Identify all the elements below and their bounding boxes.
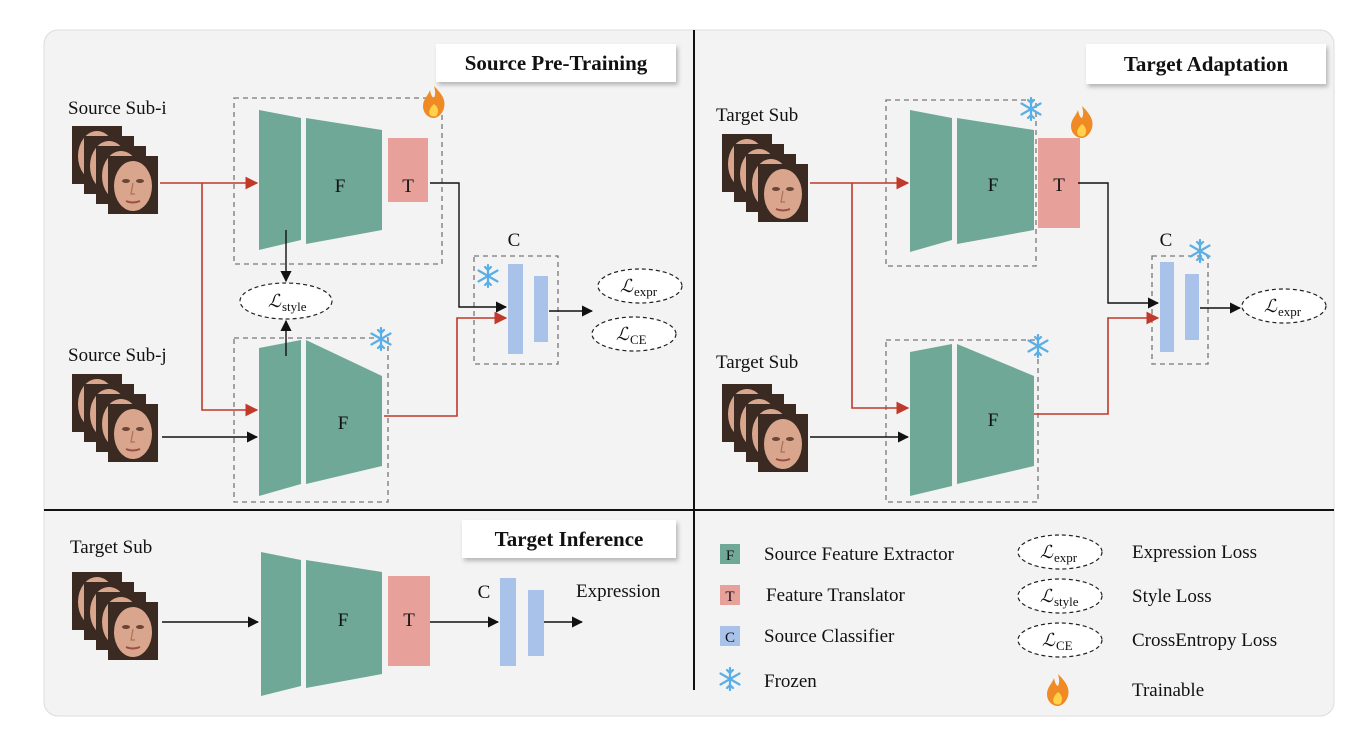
- title-box: [1086, 44, 1326, 84]
- translator-block: [1038, 138, 1080, 228]
- panel-title: Target Inference: [495, 527, 644, 551]
- classifier-layer-2: [534, 276, 548, 342]
- legend-ce-loss: [1017, 622, 1103, 658]
- target-sub-label: Target Sub: [716, 352, 798, 373]
- extractor-label: F: [338, 610, 349, 631]
- extractor-label: F: [988, 175, 999, 196]
- target-sub-label: Target Sub: [70, 537, 152, 558]
- svg-text:ℒstyle: ℒstyle: [1040, 586, 1079, 609]
- extractor-front: [910, 110, 952, 252]
- panel-title: Target Adaptation: [1124, 52, 1289, 76]
- arrows: [810, 176, 1242, 443]
- translator-label: T: [403, 610, 415, 631]
- legend-style-loss: [1017, 578, 1103, 614]
- classifier-layer-2: [1185, 274, 1199, 340]
- svg-text:F: F: [726, 548, 734, 564]
- ce-loss: [591, 316, 677, 352]
- panel-target-adaptation: Target Adaptation Target Sub Target Sub …: [716, 44, 1327, 503]
- legend-extractor-swatch: [720, 544, 740, 564]
- extractor-label: F: [338, 413, 349, 434]
- legend-classifier-swatch: [720, 626, 740, 646]
- extractor-front: [261, 552, 301, 696]
- source-sub-i-label: Source Sub-i: [68, 98, 167, 119]
- legend-translator-swatch: [720, 585, 740, 605]
- translator-label: T: [402, 176, 414, 197]
- expr-loss-symbol: ℒexpr: [620, 276, 658, 299]
- expr-loss: [1241, 288, 1327, 324]
- classifier-layer-1: [508, 264, 523, 354]
- legend-translator-label: Feature Translator: [766, 585, 905, 606]
- translator-block: [388, 576, 430, 666]
- extractor-front: [259, 110, 301, 250]
- output-label: Expression: [576, 581, 661, 602]
- legend-classifier-label: Source Classifier: [764, 626, 895, 647]
- legend-frozen-label: Frozen: [764, 671, 817, 692]
- classifier-label: C: [508, 230, 521, 251]
- frozen-extractor-box: [233, 337, 389, 503]
- panel-title: Source Pre-Training: [465, 51, 648, 75]
- style-loss-symbol: ℒstyle: [268, 291, 307, 314]
- expr-loss-symbol: ℒexpr: [1264, 296, 1302, 319]
- ce-loss-symbol: ℒCE: [616, 324, 647, 347]
- legend-trainable-label: Trainable: [1132, 680, 1204, 701]
- style-loss: [239, 282, 333, 320]
- panel-source-pretraining: Source Pre-Training Source Sub-i Source …: [68, 44, 683, 503]
- classifier-layer-1: [500, 578, 516, 666]
- extractor-back: [306, 560, 382, 688]
- classifier-layer-1: [1160, 262, 1174, 352]
- extractor-label: F: [988, 410, 999, 431]
- title-box: [462, 520, 676, 558]
- legend-extractor-label: Source Feature Extractor: [764, 544, 955, 565]
- extractor-back: [957, 344, 1034, 484]
- svg-text:ℒCE: ℒCE: [1042, 630, 1073, 653]
- legend: F Source Feature Extractor T Feature Tra…: [719, 534, 1277, 706]
- translator-block: [388, 138, 428, 202]
- frozen-extractor-box: [885, 339, 1039, 503]
- figure-background: [43, 29, 1335, 717]
- source-sub-j-label: Source Sub-j: [68, 345, 167, 366]
- classifier-label: C: [478, 582, 491, 603]
- trainable-extractor-box: [233, 97, 443, 265]
- extractor-front: [259, 340, 301, 496]
- classifier-layer-2: [528, 590, 544, 656]
- translator-label: T: [1053, 175, 1065, 196]
- extractor-label: F: [335, 176, 346, 197]
- classifier-box: [1151, 255, 1209, 365]
- target-sub-label: Target Sub: [716, 105, 798, 126]
- title-box: [436, 44, 676, 82]
- panel-target-inference: Target Inference Target Sub F T C Expres…: [70, 520, 676, 696]
- expr-loss: [597, 268, 683, 304]
- arrows: [160, 176, 594, 443]
- legend-expr-label: Expression Loss: [1132, 542, 1257, 563]
- extractor-back: [306, 118, 382, 244]
- extractor-back: [957, 118, 1034, 244]
- legend-style-label: Style Loss: [1132, 586, 1212, 607]
- svg-text:ℒexpr: ℒexpr: [1040, 542, 1078, 565]
- extractor-front: [910, 344, 952, 496]
- classifier-label: C: [1160, 230, 1173, 251]
- extractor-back: [306, 340, 382, 484]
- svg-text:T: T: [725, 589, 734, 605]
- svg-text:C: C: [725, 630, 735, 646]
- classifier-box: [473, 255, 559, 365]
- legend-ce-label: CrossEntropy Loss: [1132, 630, 1277, 651]
- legend-expr-loss: [1017, 534, 1103, 570]
